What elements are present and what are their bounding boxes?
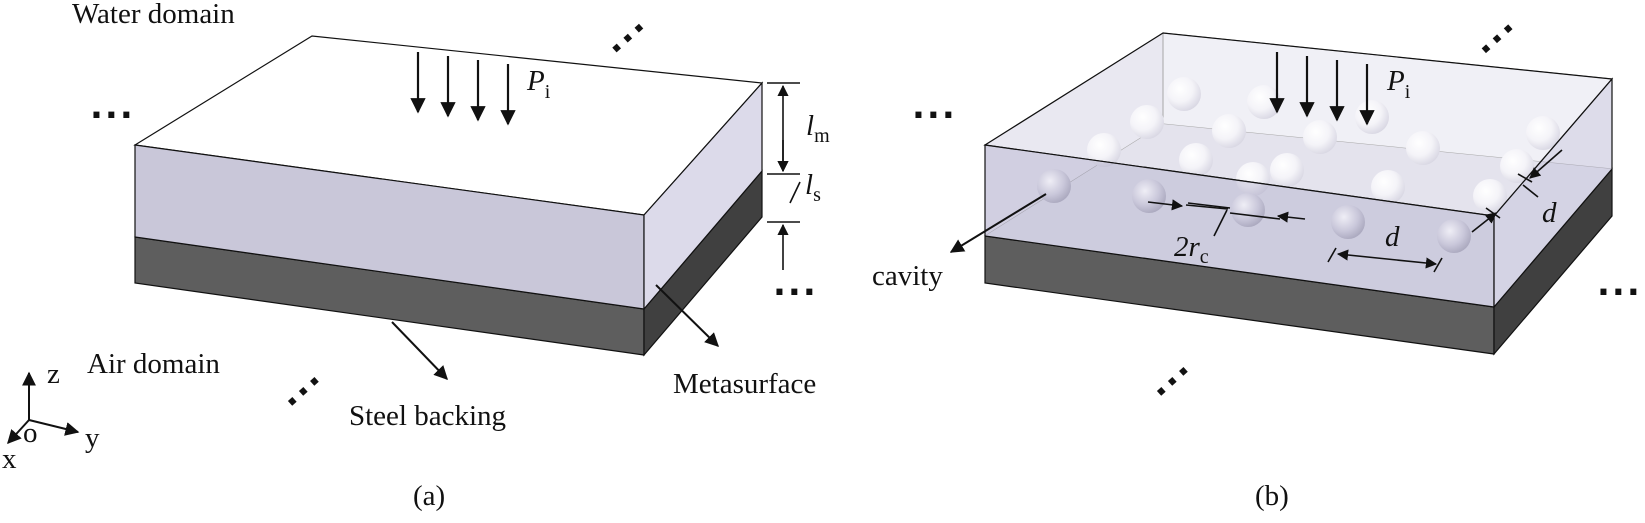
- continuation-dots: ...: [912, 87, 957, 127]
- continuation-dots: ...: [1463, 2, 1523, 62]
- y-axis-label: y: [85, 422, 100, 454]
- dimension-tick: [1517, 173, 1533, 183]
- y-axis-arrow: [28, 419, 80, 436]
- panel-b: Pi cavity 2rc d d: [872, 2, 1642, 512]
- dimension-tick: [1433, 257, 1443, 273]
- diameter-dimension: [1147, 199, 1306, 237]
- dimension-line: [1187, 202, 1231, 209]
- cavity-sphere: [1270, 153, 1304, 187]
- spacing-dimension-side: [1471, 149, 1563, 233]
- air-domain-label: Air domain: [87, 348, 220, 380]
- diameter-leader: [1213, 209, 1228, 237]
- continuation-dots: ...: [1597, 264, 1642, 304]
- pressure-arrows-a: [410, 52, 516, 126]
- metasurface-side-face-b: [1493, 77, 1613, 309]
- cavity-sphere: [1231, 193, 1265, 227]
- cavity-sphere: [1037, 169, 1071, 203]
- continuation-dots: ...: [269, 355, 329, 415]
- continuation-dots: ...: [593, 2, 653, 62]
- cavity-sphere: [1371, 170, 1405, 204]
- cavity-sphere: [1303, 120, 1337, 154]
- spacing-arrow-side-bottom: [1471, 212, 1497, 233]
- diameter-label: 2rc: [1174, 231, 1209, 268]
- spacing-label-front: d: [1385, 221, 1400, 253]
- cavity-sphere: [1179, 143, 1213, 177]
- cavity-sphere: [1087, 133, 1121, 167]
- cavity-sphere: [1473, 179, 1507, 213]
- ls-leader: [789, 181, 801, 204]
- cavity-sphere: [1130, 105, 1164, 139]
- cavity-leader-arrow: [949, 193, 1047, 253]
- origin-label: o: [23, 417, 38, 449]
- cavity-sphere: [1167, 77, 1201, 111]
- panel-b-caption: (b): [1255, 480, 1289, 512]
- cavity-sphere: [1132, 179, 1166, 213]
- steel-leader-arrow: [391, 321, 448, 381]
- lm-label: lm: [806, 110, 830, 147]
- cavity-sphere: [1212, 114, 1246, 148]
- metasurface-side-face: [643, 81, 763, 311]
- diameter-arrow-left: [1147, 199, 1184, 211]
- diameter-arrow-right: [1276, 211, 1306, 223]
- x-axis-label: x: [2, 443, 17, 475]
- water-domain-label: Water domain: [72, 0, 235, 30]
- cavity-sphere: [1526, 116, 1560, 150]
- spacing-arrow: [1336, 249, 1438, 269]
- dimension-tick: [1327, 247, 1337, 263]
- spacing-dimension-front: [1327, 247, 1443, 273]
- pressure-arrows-b: [1269, 52, 1375, 126]
- panel-b-block: [983, 32, 1614, 356]
- metasurface-leader-arrow: [655, 284, 719, 347]
- spacing-leader: [1522, 184, 1539, 198]
- coordinate-axes: [7, 371, 80, 445]
- thickness-dimensions: [767, 82, 801, 270]
- continuation-dots: ...: [1138, 345, 1198, 405]
- z-axis-label: z: [47, 358, 60, 390]
- spacing-label-side: d: [1542, 197, 1557, 229]
- panel-a-caption: (a): [413, 480, 445, 512]
- cavity-sphere: [1500, 149, 1534, 183]
- metasurface-label: Metasurface: [673, 368, 816, 400]
- continuation-dots: ...: [90, 87, 135, 127]
- cavity-spheres-front: [1037, 169, 1471, 253]
- panel-a: Pi lm ls Water domain Air domain Metasur…: [2, 0, 830, 512]
- pressure-label-a: Pi: [526, 65, 551, 103]
- spacing-arrow-side-top: [1529, 149, 1563, 179]
- ls-label: ls: [805, 169, 821, 206]
- cavity-spheres-back: [1087, 77, 1560, 213]
- steel-backing-label: Steel backing: [349, 400, 506, 432]
- x-axis-arrow: [7, 419, 30, 445]
- cavity-label: cavity: [872, 260, 943, 292]
- continuation-dots: ...: [773, 264, 818, 304]
- pressure-label-b: Pi: [1386, 65, 1411, 103]
- cavity-sphere: [1406, 131, 1440, 165]
- panel-a-block: [133, 35, 764, 357]
- cavity-sphere: [1437, 219, 1471, 253]
- dimension-tick: [1185, 204, 1229, 210]
- cavity-sphere: [1331, 205, 1365, 239]
- dimension-line: [1229, 212, 1281, 220]
